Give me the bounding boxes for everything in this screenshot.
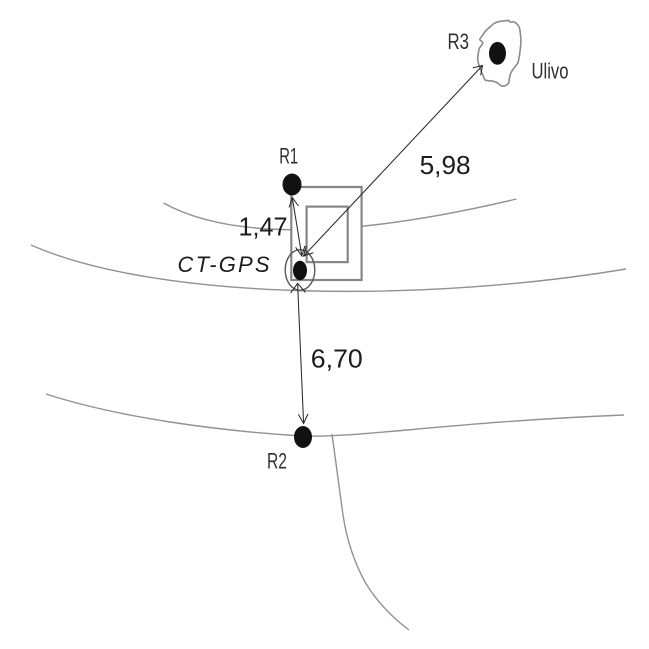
svg-text:R3: R3 — [448, 29, 470, 54]
svg-text:Ulivo: Ulivo — [532, 59, 569, 84]
svg-text:CT-GPS: CT-GPS — [178, 252, 272, 277]
svg-text:1,47: 1,47 — [239, 212, 288, 242]
svg-text:6,70: 6,70 — [311, 343, 363, 373]
svg-text:R1: R1 — [279, 144, 298, 169]
svg-text:R2: R2 — [267, 449, 287, 474]
svg-text:5,98: 5,98 — [420, 150, 471, 180]
